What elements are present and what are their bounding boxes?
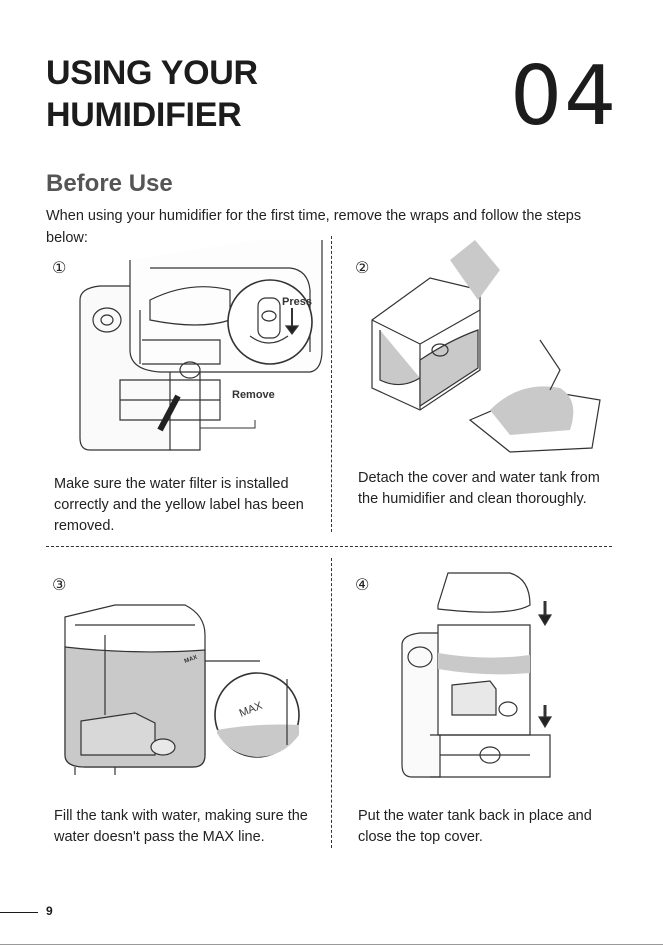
step-2-number: ② (355, 260, 370, 277)
bottom-rule (0, 944, 663, 945)
remove-label: Remove (232, 389, 275, 401)
vertical-divider-top (331, 236, 332, 532)
chapter-number: 04 (510, 49, 619, 144)
vertical-divider-bottom (331, 558, 332, 848)
step-3-illustration: MAX MAX (64, 604, 300, 775)
title-line-2: HUMIDIFIER (46, 96, 242, 134)
title-line-1: USING YOUR (46, 54, 258, 92)
page-number-rule (0, 912, 38, 913)
section-intro: When using your humidifier for the first… (46, 208, 582, 246)
max-small-label: MAX (184, 655, 199, 665)
step-2-illustration (371, 240, 601, 453)
step-1-illustration: Press Remove (79, 240, 323, 451)
press-label: Press (282, 296, 312, 308)
step-4-number: ④ (355, 577, 370, 594)
step-2-caption: Detach the cover and water tank from the… (358, 470, 600, 507)
step-1-number: ① (52, 260, 67, 277)
step-3-caption: Fill the tank with water, making sure th… (54, 808, 308, 845)
page-number: 9 (46, 904, 53, 918)
step-1-caption: Make sure the water filter is installed … (54, 476, 304, 534)
step-4-illustration (401, 572, 553, 778)
horizontal-divider (46, 546, 612, 547)
page-title: USING YOUR HUMIDIFIER (46, 52, 258, 136)
step-3-number: ③ (52, 577, 67, 594)
step-4-caption: Put the water tank back in place and clo… (358, 808, 592, 845)
section-title: Before Use (46, 170, 173, 197)
